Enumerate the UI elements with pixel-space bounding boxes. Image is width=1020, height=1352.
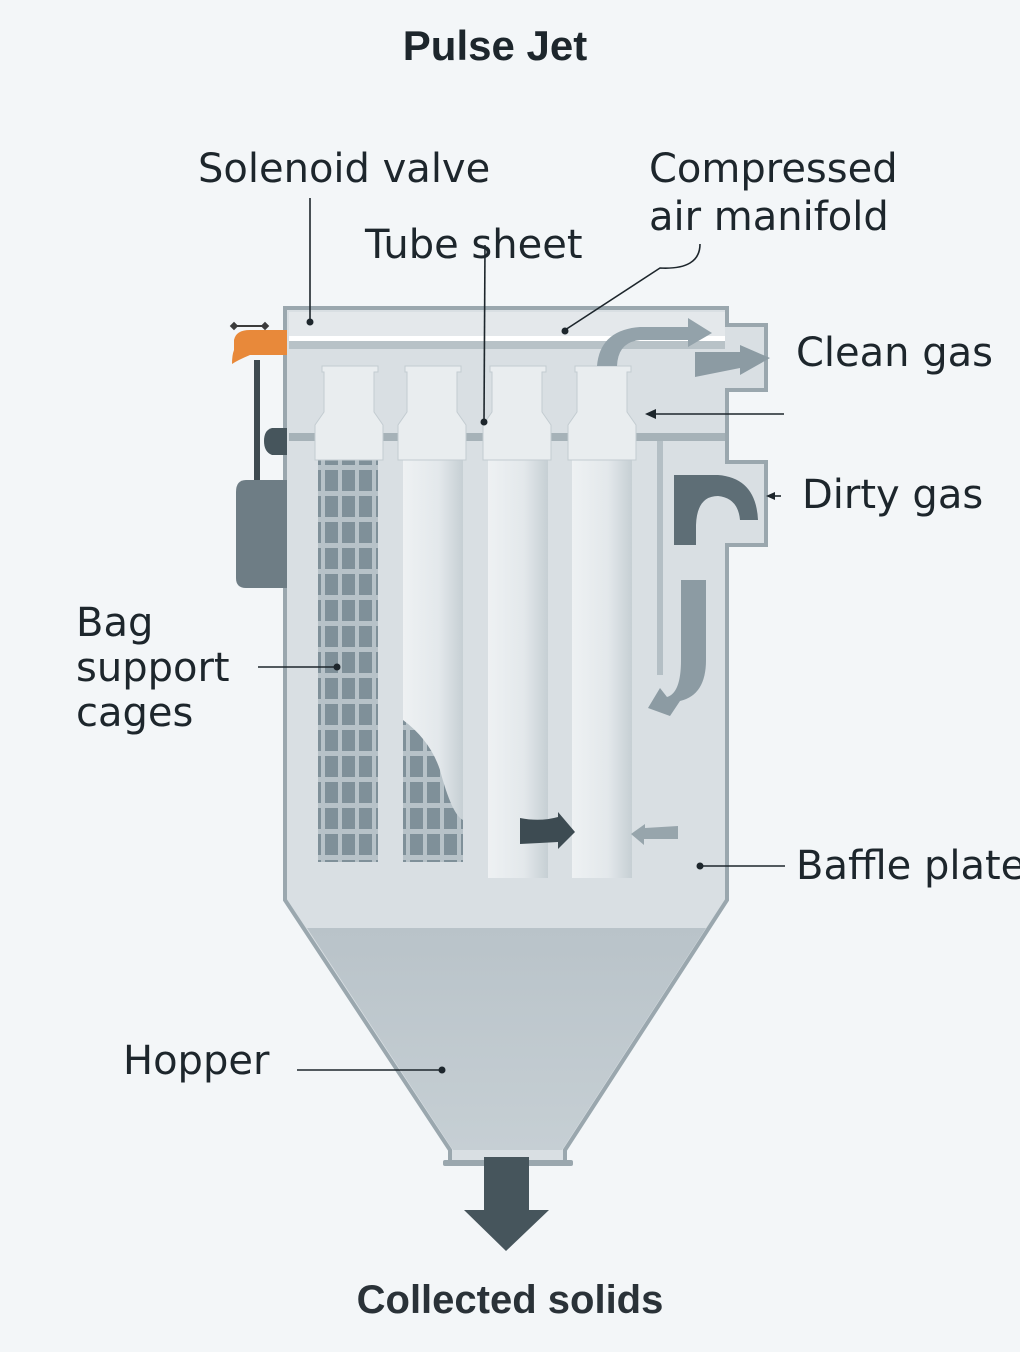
inward-arrow-light (631, 824, 678, 845)
label-compressed-air-manifold-2: air manifold (649, 194, 889, 240)
venturi (397, 365, 467, 461)
inward-arrow-dark (520, 812, 575, 849)
label-bag-support-cages-2: support (76, 645, 230, 691)
venturi (314, 365, 384, 461)
label-baffle-plate: Baffle plate (796, 843, 1020, 889)
label-solenoid-valve: Solenoid valve (198, 146, 491, 192)
baffle-plate (657, 441, 663, 675)
clean-gas-arrow (597, 318, 712, 366)
label-bag-support-cages-3: cages (76, 690, 194, 736)
compressed-air-manifold (289, 336, 725, 341)
bag-support-cage (318, 460, 378, 862)
leader-dots (306, 318, 775, 1074)
label-hopper: Hopper (123, 1038, 270, 1084)
hopper (307, 928, 706, 1150)
label-collected-solids: Collected solids (356, 1278, 664, 1322)
leader-lines (258, 198, 785, 1071)
flow-arrows (464, 318, 770, 1251)
filter-bag (488, 460, 548, 878)
venturi (567, 365, 637, 461)
downflow-arrow (648, 580, 706, 716)
collected-solids-arrow (464, 1157, 549, 1251)
clean-gas-arrow (695, 345, 770, 377)
label-tube-sheet: Tube sheet (365, 222, 583, 268)
filter-bags (314, 365, 637, 878)
label-clean-gas: Clean gas (796, 330, 993, 376)
filter-bag (572, 460, 632, 878)
label-bag-support-cages-1: Bag (76, 600, 154, 646)
dirty-gas-inlet-arrow (674, 475, 758, 545)
venturi (482, 365, 552, 461)
label-dirty-gas: Dirty gas (802, 472, 984, 518)
label-compressed-air-manifold-1: Compressed (649, 146, 898, 192)
diagram-title: Pulse Jet (402, 22, 588, 69)
solenoid-valve (229, 321, 287, 588)
